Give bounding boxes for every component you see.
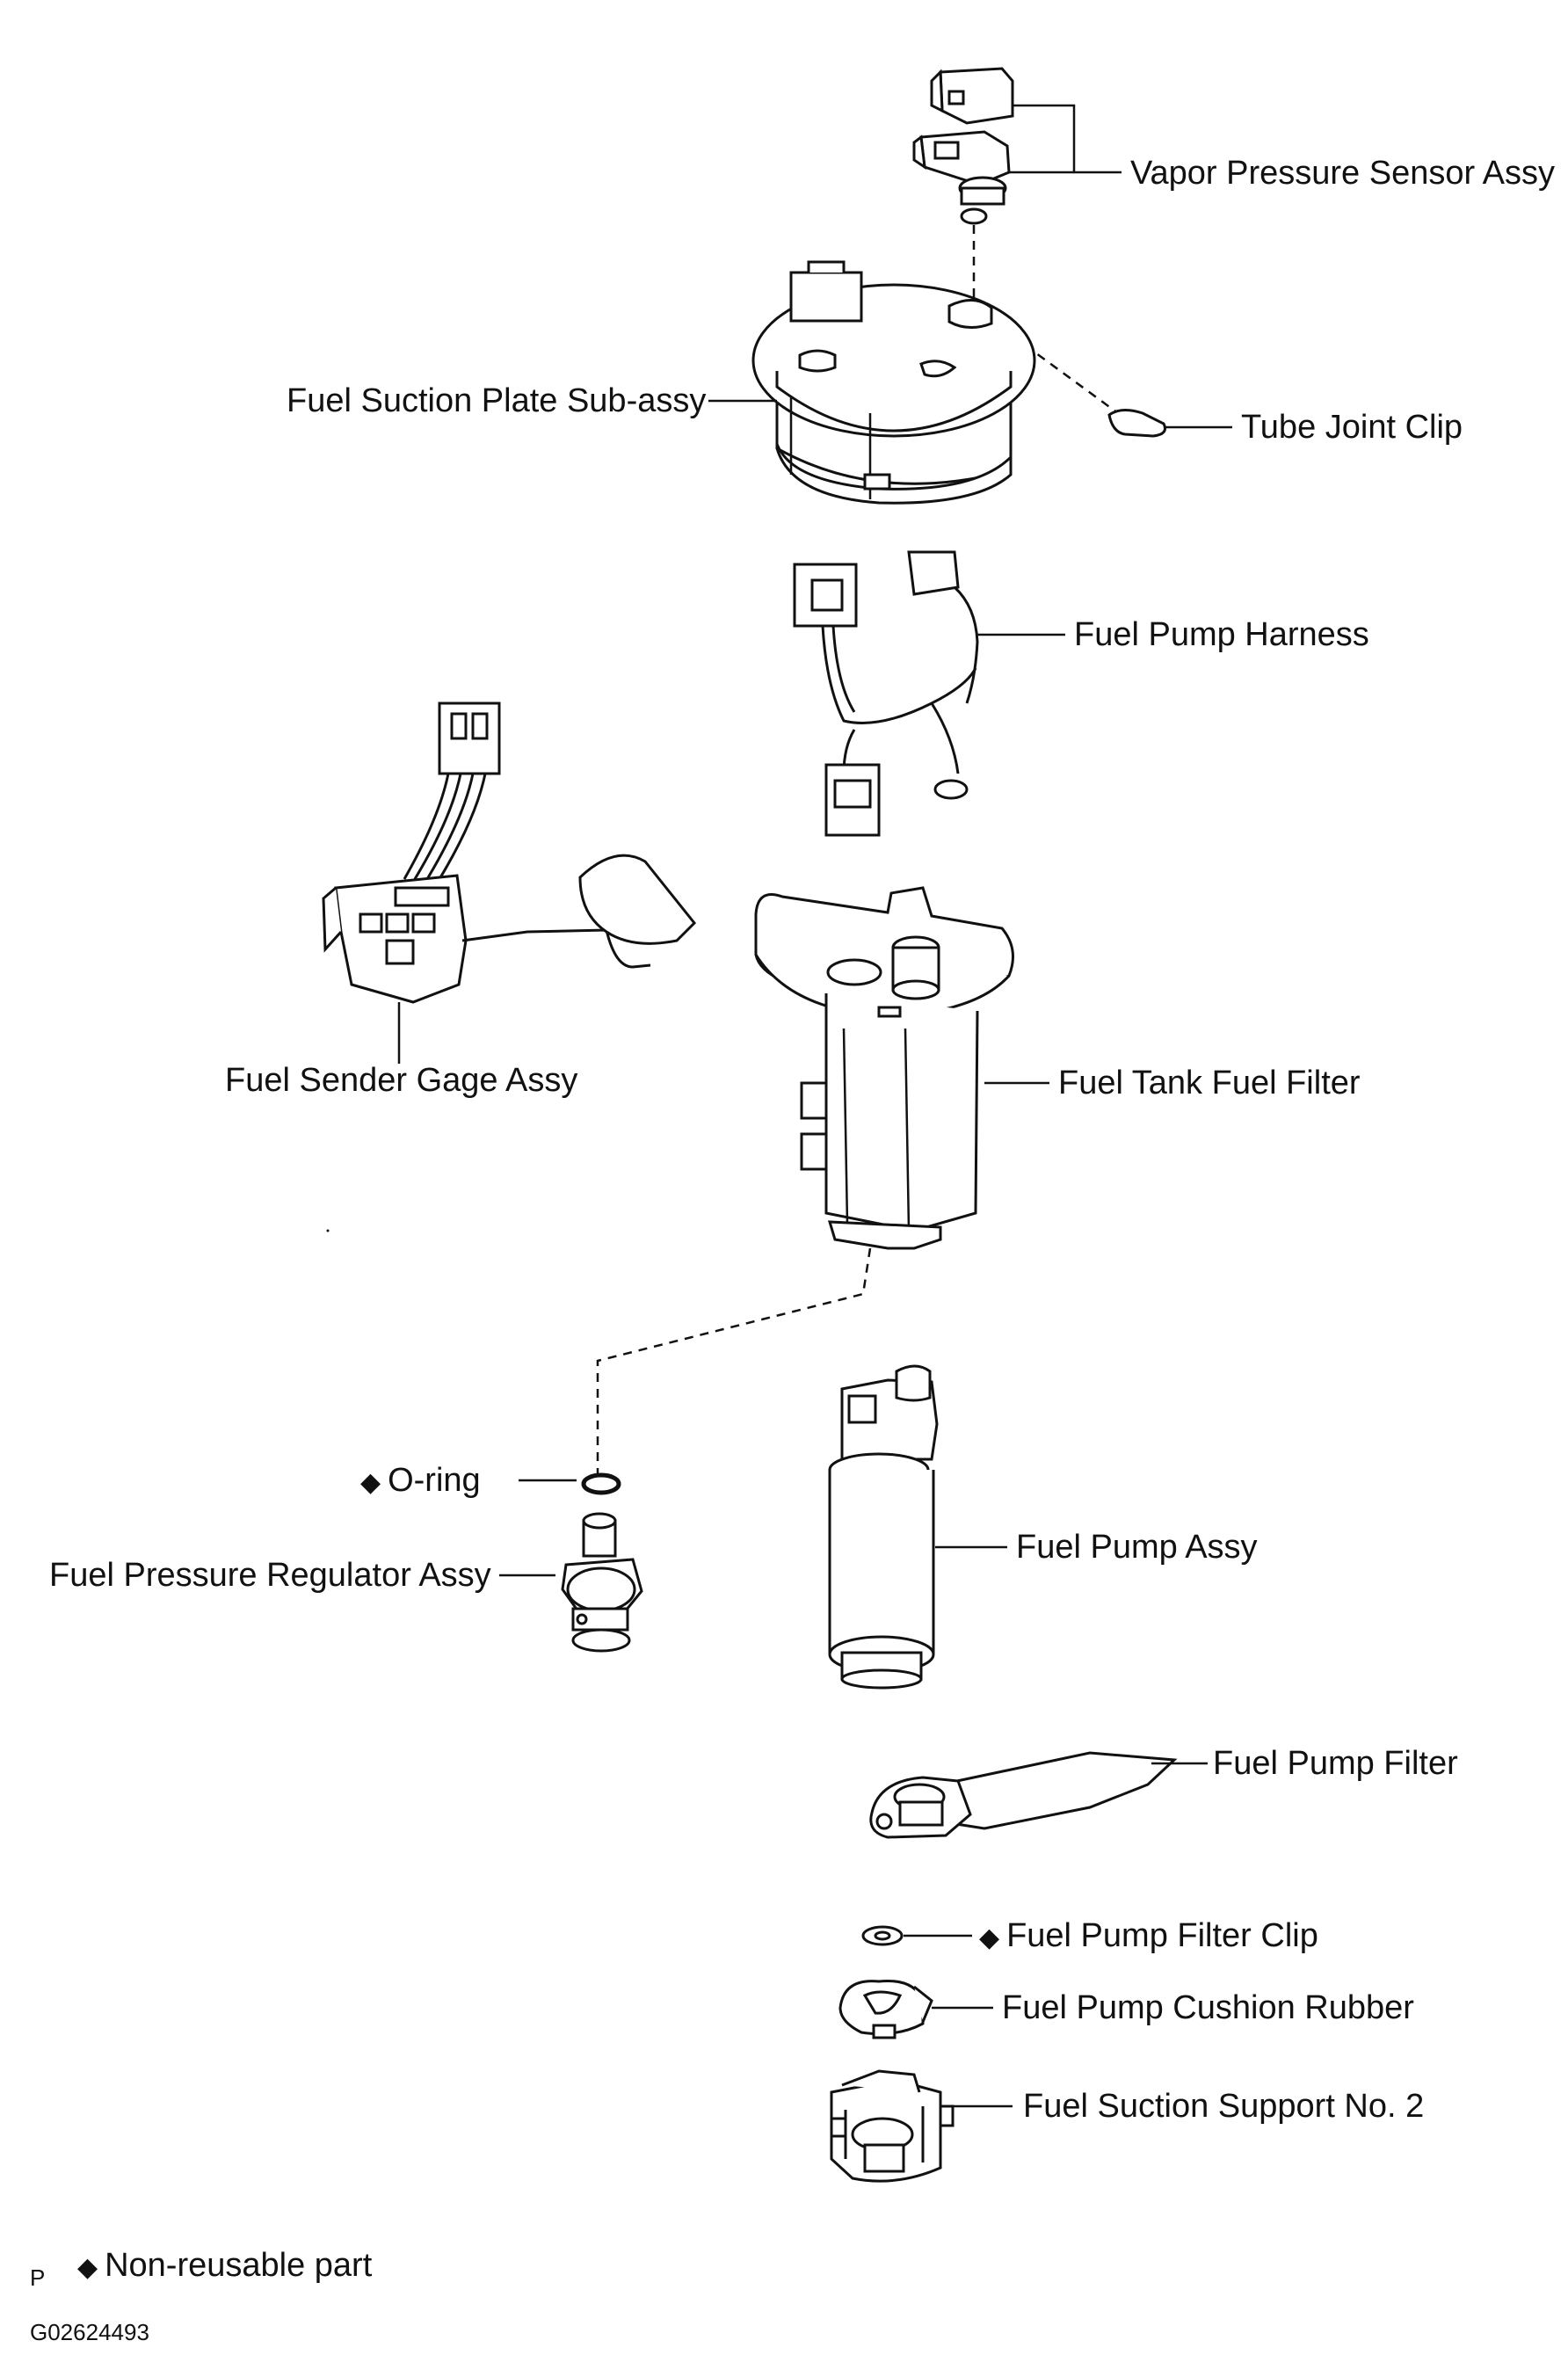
filter-clip-text: Fuel Pump Filter Clip xyxy=(1006,1917,1318,1954)
label-fuel-pump-filter-clip: ◆Fuel Pump Filter Clip xyxy=(979,1919,1318,1952)
label-vapor-pressure-sensor: Vapor Pressure Sensor Assy xyxy=(1130,155,1555,192)
label-fuel-tank-fuel-filter: Fuel Tank Fuel Filter xyxy=(1058,1065,1361,1101)
o-ring-text: O-ring xyxy=(388,1462,481,1499)
legend-text: Non-reusable part xyxy=(105,2247,373,2284)
label-fuel-sender-gage: Fuel Sender Gage Assy xyxy=(225,1062,578,1099)
tube-joint-clip xyxy=(1107,409,1166,438)
label-fuel-pump-filter: Fuel Pump Filter xyxy=(1213,1745,1458,1782)
figure-code: G02624493 xyxy=(30,2319,149,2345)
label-fuel-pump-harness: Fuel Pump Harness xyxy=(1074,616,1369,653)
label-fuel-suction-support-no2: Fuel Suction Support No. 2 xyxy=(1023,2088,1425,2125)
label-fuel-pump-cushion-rubber: Fuel Pump Cushion Rubber xyxy=(1002,1989,1414,2026)
legend-marker: P xyxy=(30,2264,46,2291)
fuel-suction-plate xyxy=(751,260,1036,505)
o-ring xyxy=(581,1472,621,1495)
fuel-pump-filter-clip xyxy=(861,1925,904,1946)
fuel-pump-filter xyxy=(869,1751,1178,1839)
label-fuel-suction-plate: Fuel Suction Plate Sub-assy xyxy=(287,382,707,419)
fuel-tank-fuel-filter xyxy=(754,886,1014,1250)
fuel-suction-support-no2 xyxy=(830,2069,955,2183)
fuel-pump-assy xyxy=(828,1364,939,1690)
label-o-ring: ◆O-ring xyxy=(360,1464,481,1497)
legend-non-reusable: ◆Non-reusable part xyxy=(77,2249,372,2282)
vapor-pressure-sensor-cap xyxy=(930,67,1014,125)
fuel-pump-cushion-rubber xyxy=(838,1979,933,2039)
non-reusable-diamond-icon: ◆ xyxy=(77,2253,98,2282)
stray-dot xyxy=(326,1229,330,1232)
non-reusable-diamond-icon: ◆ xyxy=(979,1923,1000,1952)
fuel-sender-gage xyxy=(322,701,697,1064)
vapor-pressure-sensor-body xyxy=(912,130,1011,225)
non-reusable-diamond-icon: ◆ xyxy=(360,1468,381,1497)
fuel-pump-harness xyxy=(793,550,979,837)
label-fuel-pump-assy: Fuel Pump Assy xyxy=(1016,1529,1258,1566)
fuel-pressure-regulator xyxy=(561,1512,643,1653)
label-tube-joint-clip: Tube Joint Clip xyxy=(1241,409,1463,446)
label-fuel-pressure-regulator: Fuel Pressure Regulator Assy xyxy=(49,1557,491,1594)
